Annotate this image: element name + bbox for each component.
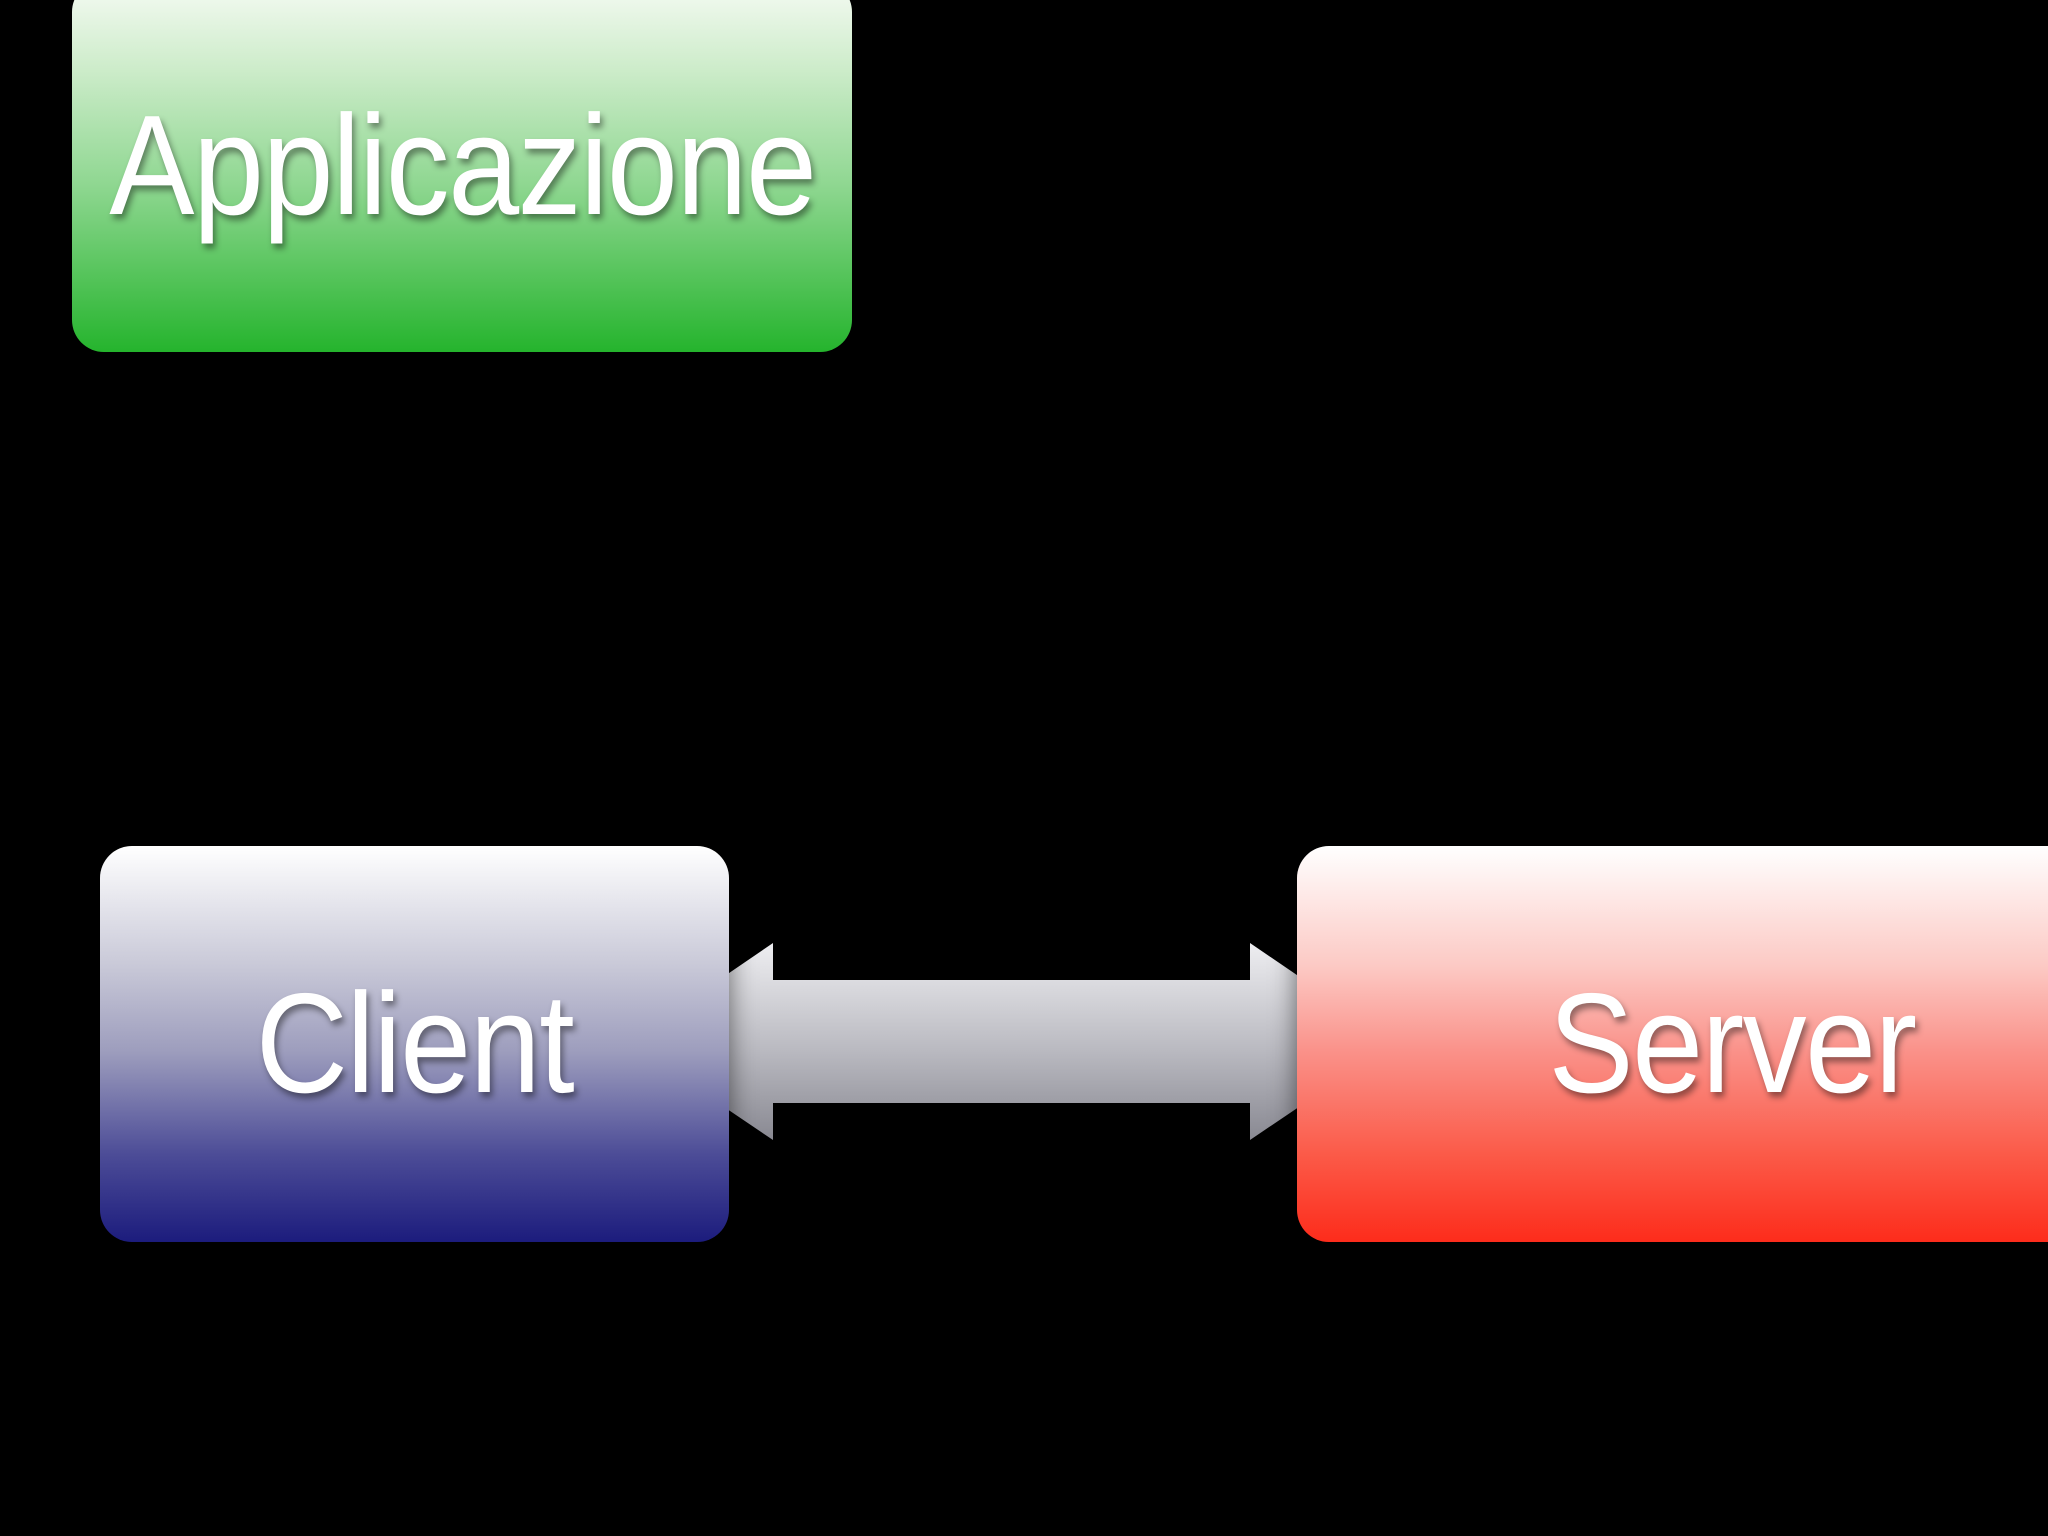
bidirectional-arrow-shape	[628, 943, 1395, 1140]
node-client-box: Client	[100, 846, 729, 1242]
node-applicazione-label: Applicazione	[108, 86, 817, 245]
node-server-box: Server	[1297, 846, 2048, 1242]
node-applicazione-box: Applicazione	[72, 0, 852, 352]
node-client-label: Client	[255, 964, 575, 1123]
node-server-label: Server	[1548, 964, 1917, 1123]
